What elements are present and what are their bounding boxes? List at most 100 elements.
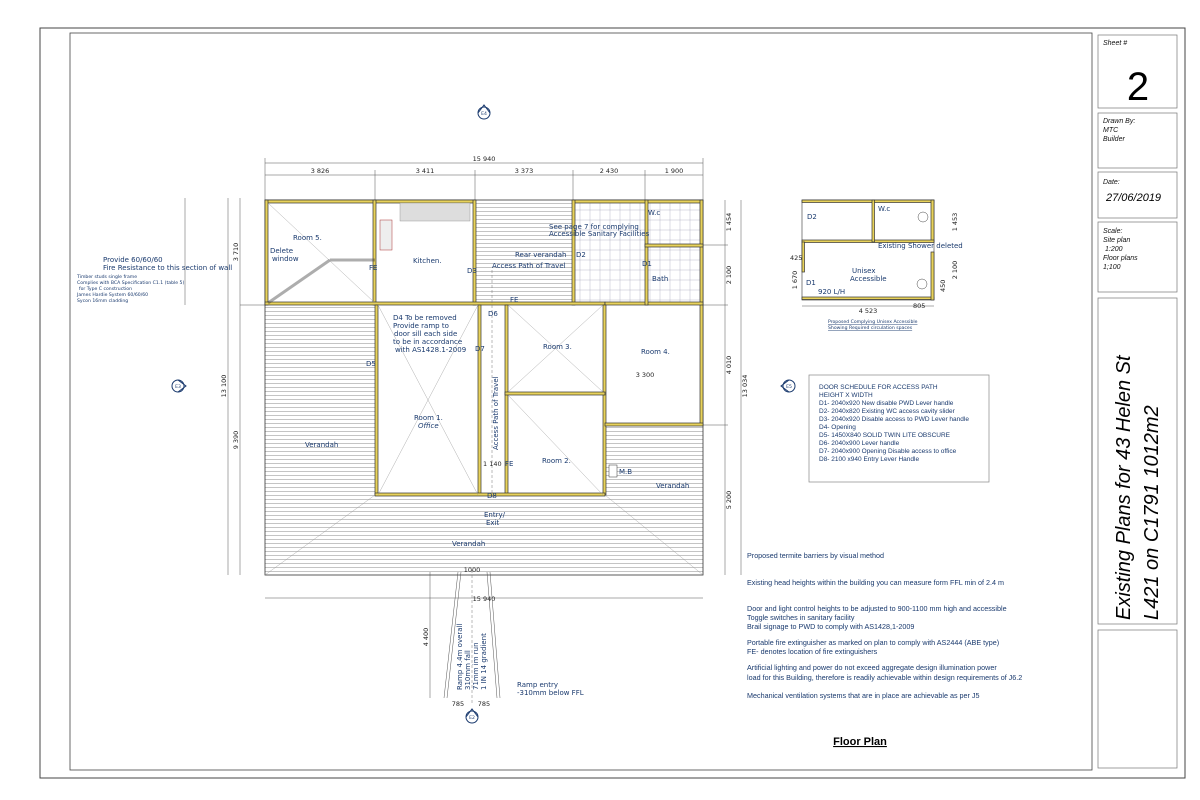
- svg-text:Exit: Exit: [486, 519, 500, 527]
- svg-text:window: window: [272, 255, 299, 263]
- svg-text:1 900: 1 900: [665, 167, 684, 175]
- rear-verandah-label: Rear verandah: [515, 251, 566, 259]
- svg-text:2 100: 2 100: [725, 266, 733, 285]
- svg-text:FE- denotes location of fire e: FE- denotes location of fire extinguishe…: [747, 647, 878, 656]
- svg-text:FE: FE: [510, 296, 518, 304]
- project-title-line: Existing Plans for 43 Helen St: [1113, 354, 1135, 620]
- svg-text:450: 450: [939, 280, 947, 292]
- svg-text:Ramp entry: Ramp entry: [517, 681, 558, 689]
- svg-text:D4- Opening: D4- Opening: [819, 424, 856, 431]
- svg-text:D2- 2040x820 Existing WC acces: D2- 2040x820 Existing WC access cavity s…: [819, 408, 956, 415]
- svg-text:D3- 2040x920 Disable access to: D3- 2040x920 Disable access to PWD Lever…: [819, 416, 969, 423]
- svg-text:E4: E4: [481, 111, 487, 117]
- svg-text:Complies with BCA Specificatio: Complies with BCA Specification C1.1 (ta…: [77, 280, 184, 286]
- svg-text:15 940: 15 940: [473, 595, 496, 603]
- elevation-marker-e4[interactable]: E4: [477, 104, 491, 120]
- room5-label: Room 5.: [293, 234, 322, 242]
- svg-text:Accessible: Accessible: [850, 275, 887, 283]
- svg-text:Unisex: Unisex: [852, 267, 875, 275]
- project-title-line: L421 on C1791 1012m2: [1141, 405, 1163, 620]
- svg-text:425: 425: [790, 254, 802, 262]
- sheet-label: Sheet #: [1103, 40, 1127, 47]
- room2-label: Room 2.: [542, 457, 571, 465]
- scale-line: Site plan: [1103, 237, 1130, 244]
- svg-text:13 034: 13 034: [741, 375, 749, 398]
- svg-text:3 826: 3 826: [311, 167, 330, 175]
- dimensions: 15 940 3 826 3 411 3 373 2 430 1 900 13 …: [220, 155, 749, 603]
- scale-line: Floor plans: [1103, 255, 1138, 262]
- svg-text:D8: D8: [487, 492, 497, 500]
- kitchen-label: Kitchen.: [413, 257, 442, 265]
- svg-text:-310mm below FFL: -310mm below FFL: [517, 689, 584, 697]
- svg-text:for Type C construction: for Type C construction: [79, 286, 132, 292]
- svg-text:Mechanical ventilation systems: Mechanical ventilation systems that are …: [747, 691, 980, 700]
- svg-text:Portable fire extinguisher as: Portable fire extinguisher as marked on …: [747, 638, 999, 647]
- svg-text:3 373: 3 373: [515, 167, 534, 175]
- svg-text:13 100: 13 100: [220, 375, 228, 398]
- svg-text:805: 805: [913, 302, 925, 310]
- svg-text:James Hardie System 60/60/60: James Hardie System 60/60/60: [76, 292, 148, 298]
- svg-text:FE: FE: [505, 460, 513, 468]
- svg-text:D2: D2: [576, 251, 586, 259]
- svg-text:920 L/H: 920 L/H: [818, 288, 845, 296]
- svg-text:Office: Office: [418, 422, 439, 430]
- svg-text:Artificial lighting and power: Artificial lighting and power do not exc…: [747, 663, 997, 672]
- svg-text:Provide ramp to: Provide ramp to: [393, 322, 449, 330]
- svg-text:Fire Resistance to this sectio: Fire Resistance to this section of wall: [103, 264, 232, 272]
- svg-text:1 IN 14 gradient: 1 IN 14 gradient: [480, 633, 488, 690]
- svg-text:D5- 1450X840 SOLID TWIN LITE O: D5- 1450X840 SOLID TWIN LITE OBSCURE: [819, 432, 951, 439]
- svg-text:FE: FE: [369, 264, 377, 272]
- elevation-marker-e5[interactable]: E5: [780, 379, 796, 393]
- room3-label: Room 3.: [543, 343, 572, 351]
- svg-text:1 454: 1 454: [725, 213, 733, 232]
- svg-text:D7- 2040x900 Opening Disable a: D7- 2040x900 Opening Disable access to o…: [819, 448, 957, 455]
- svg-text:Access Path of Travel: Access Path of Travel: [492, 262, 566, 270]
- svg-text:load for this Building, theref: load for this Building, therefore is rea…: [747, 673, 1022, 682]
- svg-text:D3: D3: [467, 267, 477, 275]
- svg-text:Verandah: Verandah: [656, 482, 689, 490]
- svg-text:4 010: 4 010: [725, 356, 733, 375]
- svg-text:D1: D1: [806, 279, 816, 287]
- svg-text:D1: D1: [642, 260, 652, 268]
- date-label: Date:: [1103, 179, 1120, 186]
- svg-text:E2: E2: [469, 715, 475, 721]
- svg-text:Proposed termite barriers by v: Proposed termite barriers by visual meth…: [747, 551, 884, 560]
- svg-text:Bath: Bath: [652, 275, 668, 283]
- svg-text:Existing Shower deleted: Existing Shower deleted: [878, 242, 963, 250]
- door-schedule: DOOR SCHEDULE FOR ACCESS PATH HEIGHT X W…: [808, 374, 990, 483]
- svg-text:Brail signage to PWD to comply: Brail signage to PWD to comply with AS14…: [747, 622, 914, 631]
- svg-text:4 400: 4 400: [422, 628, 430, 647]
- general-notes: Proposed termite barriers by visual meth…: [747, 551, 1022, 700]
- svg-text:Accessible Sanitary Facilities: Accessible Sanitary Facilities: [549, 230, 650, 238]
- drawn-by-line: Builder: [1103, 136, 1125, 143]
- svg-text:1000: 1000: [464, 566, 481, 574]
- svg-text:D6- 2040x900 Lever handle: D6- 2040x900 Lever handle: [819, 440, 900, 447]
- svg-text:D4 To be removed: D4 To be removed: [393, 314, 457, 322]
- svg-text:Door and light control heights: Door and light control heights to be adj…: [747, 604, 1007, 613]
- svg-text:W.c: W.c: [648, 209, 660, 217]
- title-block: Sheet # 2 Drawn By: MTC Builder Date: 27…: [1097, 34, 1178, 769]
- svg-text:D8- 2100 x940 Entry Lever Hand: D8- 2100 x940 Entry Lever Handle: [819, 456, 919, 463]
- scale-line: 1:200: [1105, 246, 1123, 253]
- svg-text:See page 7 for complying: See page 7 for complying: [549, 223, 639, 231]
- scale-label: Scale:: [1103, 228, 1123, 235]
- room1-label: Room 1.: [414, 414, 443, 422]
- svg-text:Existing head heights within t: Existing head heights within the buildin…: [747, 578, 1004, 587]
- elevation-marker-e2[interactable]: E2: [465, 708, 479, 724]
- drawing-title: Floor Plan: [833, 736, 887, 748]
- svg-text:310mm fall: 310mm fall: [464, 650, 472, 690]
- svg-text:Entry/: Entry/: [484, 511, 506, 519]
- building-plan: [264, 199, 704, 576]
- svg-text:W.c: W.c: [878, 205, 890, 213]
- svg-text:M.B: M.B: [619, 468, 632, 476]
- svg-text:2 430: 2 430: [600, 167, 619, 175]
- svg-text:Sycon 16mm cladding: Sycon 16mm cladding: [77, 298, 128, 304]
- svg-text:D2: D2: [807, 213, 817, 221]
- svg-text:785: 785: [478, 700, 490, 708]
- svg-text:3 411: 3 411: [416, 167, 435, 175]
- svg-text:1 140: 1 140: [483, 460, 502, 468]
- scale-line: 1;100: [1103, 264, 1121, 271]
- elevation-marker-e3[interactable]: E3: [171, 379, 187, 393]
- svg-text:3 300: 3 300: [636, 371, 655, 379]
